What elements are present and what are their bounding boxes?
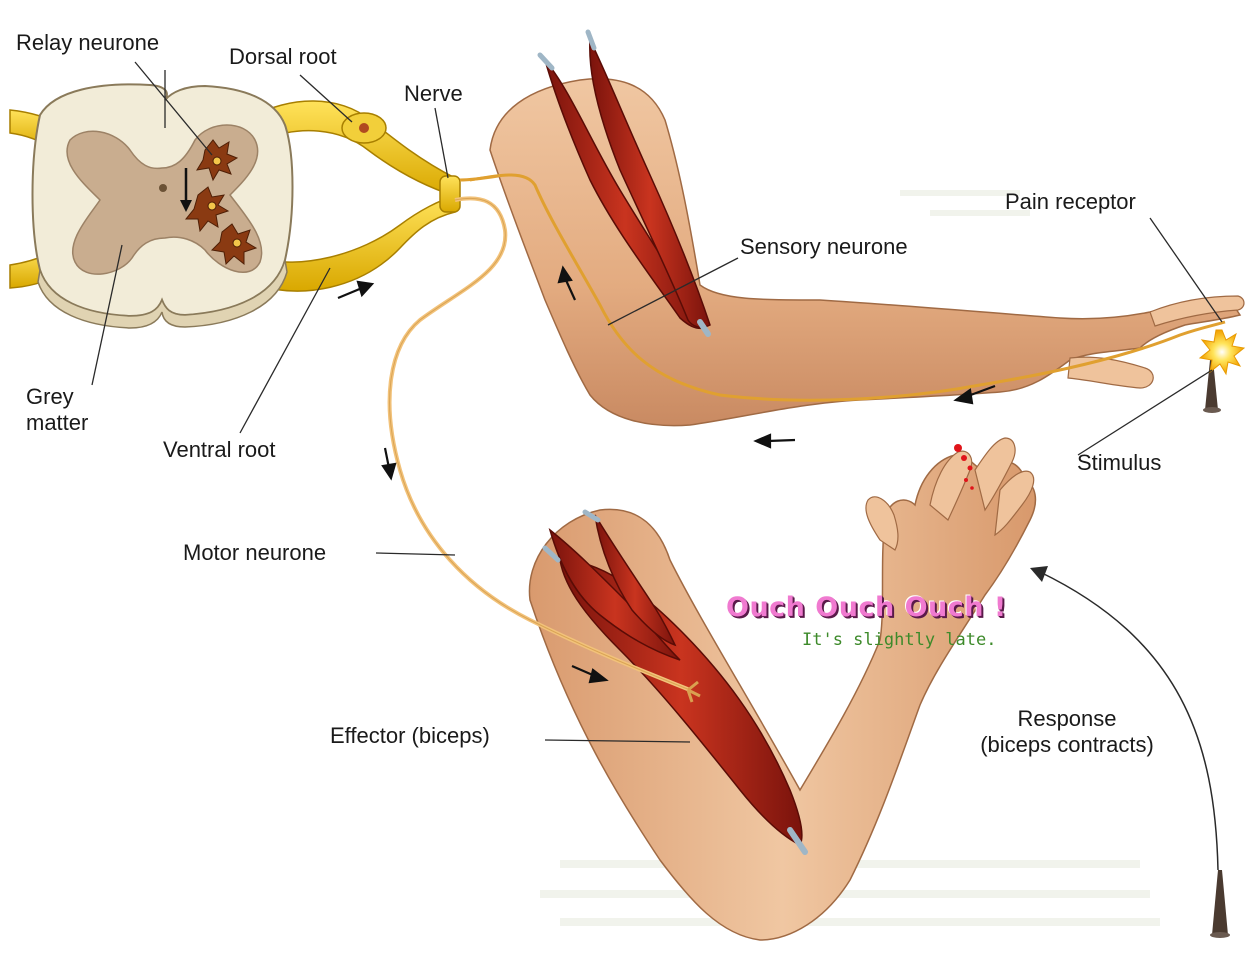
label-relay-neurone: Relay neurone [16,30,159,56]
label-effector: Effector (biceps) [330,723,490,749]
label-pain-receptor: Pain receptor [1005,189,1136,215]
label-response: Response (biceps contracts) [958,706,1176,758]
label-grey-matter: Grey matter [26,384,88,436]
ouch-exclamation: Ouch Ouch Ouch ! [726,592,1007,623]
label-response-line1: Response [958,706,1176,732]
upper-arm [470,32,1244,426]
response-pin [1210,870,1230,938]
label-nerve: Nerve [404,81,463,107]
label-grey-matter-line2: matter [26,410,88,436]
late-caption: It's slightly late. [802,630,996,650]
label-stimulus: Stimulus [1077,450,1161,476]
label-motor-neurone: Motor neurone [183,540,326,566]
label-grey-matter-line1: Grey [26,384,88,410]
stimulus-pin [1200,330,1244,413]
pain-burst-icon [1200,330,1244,374]
label-response-line2: (biceps contracts) [958,732,1176,758]
label-sensory-neurone: Sensory neurone [740,234,908,260]
label-dorsal-root: Dorsal root [229,44,337,70]
label-ventral-root: Ventral root [163,437,276,463]
spinal-cord-section [10,84,460,328]
